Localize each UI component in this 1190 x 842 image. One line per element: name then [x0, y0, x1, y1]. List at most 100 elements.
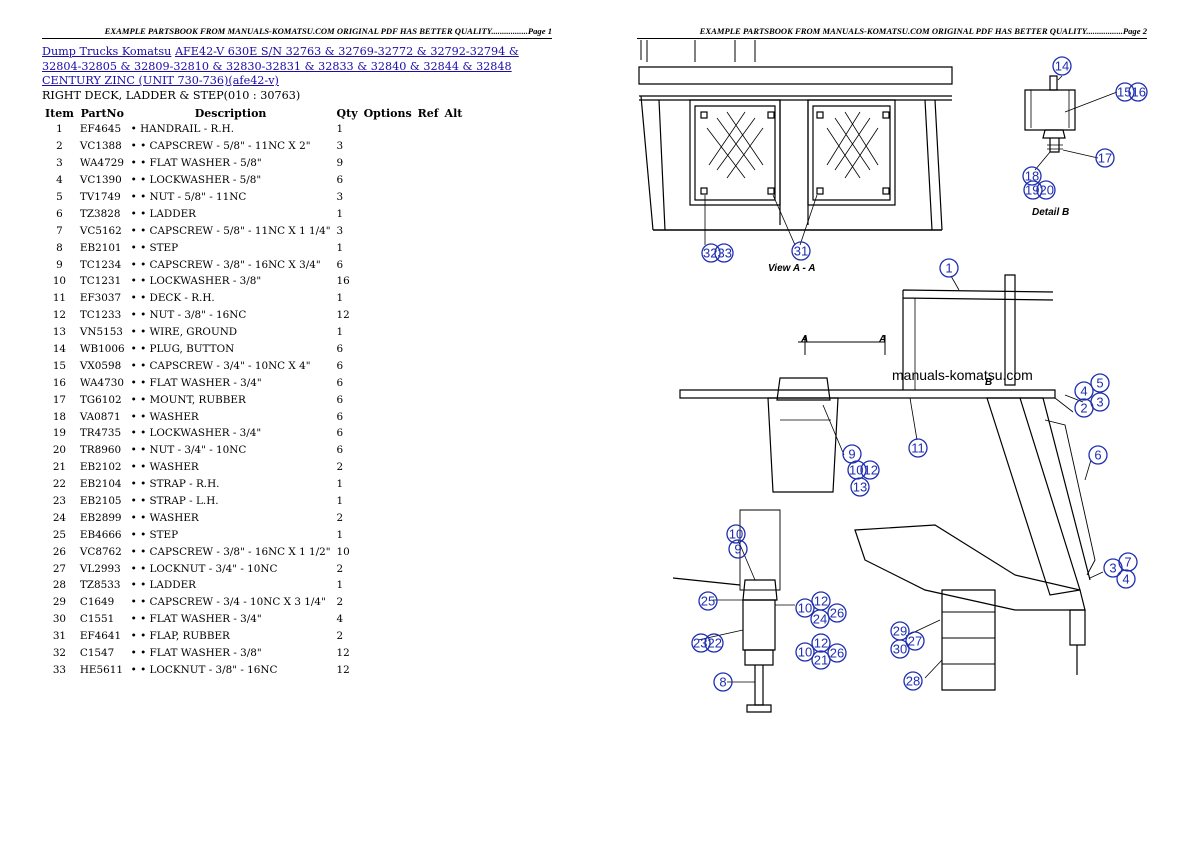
cell-alt	[442, 543, 466, 560]
cell-qty: 2	[336, 596, 344, 609]
cell-alt	[442, 577, 466, 594]
cell-alt	[442, 662, 466, 679]
callout-number: 10	[798, 601, 812, 616]
cell-item: 28	[52, 579, 67, 592]
callout-number: 26	[830, 606, 844, 621]
callout-number: 2322	[693, 636, 722, 651]
cell-options	[361, 290, 415, 307]
cell-ref	[415, 509, 442, 526]
cell-pn: VC1390	[79, 174, 122, 187]
callout-c12a: 12	[811, 591, 831, 611]
cell-ref	[415, 307, 442, 324]
cell-pn: TV1749	[79, 191, 121, 203]
cell-qty: 3	[336, 191, 344, 203]
cell-alt	[442, 611, 466, 628]
callout-number: 31	[794, 244, 808, 259]
model-link[interactable]: AFE42-V 630E S/N 32763 & 32769-32772 & 3…	[42, 45, 519, 87]
cell-qty: 1	[336, 292, 344, 305]
callout-number: 11	[911, 441, 925, 456]
cell-item: 33	[52, 663, 67, 676]
cell-ref	[415, 155, 442, 172]
category-link[interactable]: Dump Trucks Komatsu	[42, 45, 172, 58]
cell-alt	[442, 476, 466, 493]
cell-desc: • • WIRE, GROUND	[130, 326, 238, 339]
cell-pn: TC1234	[79, 258, 122, 271]
cell-ref	[415, 408, 442, 425]
cell-item: 15	[52, 359, 67, 372]
callout-circle	[728, 539, 748, 559]
cell-desc: • • CAPSCREW - 3/4 - 10NC X 3 1/4"	[130, 596, 326, 609]
callout-number: 30	[893, 642, 907, 657]
callout-number: 3	[1109, 561, 1116, 576]
callout-circle	[791, 241, 811, 261]
cell-ref	[415, 662, 442, 679]
cell-pn: VC1388	[79, 140, 122, 153]
callout-number: 8	[719, 675, 726, 690]
cell-qty: 10	[336, 545, 350, 558]
cell-desc: • • MOUNT, RUBBER	[130, 393, 246, 406]
cell-options	[361, 560, 415, 577]
callout-c24: 24	[810, 609, 830, 629]
cell-alt	[442, 459, 466, 476]
cell-pn: TZ8533	[79, 579, 121, 592]
callout-circle	[1116, 569, 1136, 589]
cell-pn: WA4730	[79, 376, 124, 389]
callout-circle	[1090, 373, 1110, 393]
callout-circle	[1128, 82, 1148, 102]
cell-desc: • • NUT - 3/8" - 16NC	[130, 309, 247, 322]
cell-qty: 1	[336, 478, 344, 491]
cell-pn: TC1231	[79, 275, 122, 288]
cell-desc: • • CAPSCREW - 5/8" - 11NC X 1 1/4"	[130, 224, 331, 237]
callout-number: 1920	[1025, 183, 1054, 198]
cell-desc: • • LOCKNUT - 3/8" - 16NC	[130, 663, 278, 676]
cell-pn: C1551	[79, 613, 115, 626]
callout-number: 5	[1096, 376, 1103, 391]
callout-number: 7	[1124, 555, 1131, 570]
callout-number: 1516	[1117, 85, 1146, 100]
cell-pn: WB1006	[79, 343, 125, 356]
cell-pn: EF4641	[79, 630, 122, 643]
section-a-left: A	[800, 334, 808, 345]
cell-desc: • • DECK - R.H.	[130, 292, 215, 305]
cell-desc: • • FLAT WASHER - 3/4"	[130, 613, 262, 626]
cell-options	[361, 408, 415, 425]
callout-circle	[811, 650, 831, 670]
cell-options	[361, 391, 415, 408]
cell-alt	[442, 172, 466, 189]
cell-alt	[442, 560, 466, 577]
col-item: Item	[45, 106, 74, 120]
cell-item: 12	[52, 309, 67, 322]
cell-pn: EB2101	[79, 241, 122, 254]
cell-desc: • • FLAT WASHER - 5/8"	[130, 157, 262, 170]
cell-alt	[442, 628, 466, 645]
callout-circle	[1088, 445, 1108, 465]
table-header-row: Item PartNo Description Qty Options Ref …	[42, 105, 465, 121]
cell-ref	[415, 442, 442, 459]
callout-number: 25	[701, 594, 715, 609]
cell-pn: TG6102	[79, 393, 122, 406]
cell-alt	[442, 121, 466, 138]
cell-item: 21	[52, 461, 67, 474]
callout-circle	[811, 633, 831, 653]
callout-circle	[713, 672, 733, 692]
col-alt: Alt	[444, 106, 463, 120]
parts-list-page: EXAMPLE PARTSBOOK FROM MANUALS-KOMATSU.C…	[42, 26, 552, 679]
cell-desc: • • STRAP - R.H.	[130, 478, 220, 491]
cell-desc: • HANDRAIL - R.H.	[130, 123, 234, 136]
cell-pn: EB4666	[79, 528, 122, 541]
cell-qty: 4	[336, 613, 344, 626]
col-qty: Qty	[336, 106, 358, 120]
callout-number: 3	[1096, 395, 1103, 410]
cell-options	[361, 121, 415, 138]
cell-item: 10	[52, 275, 67, 288]
cell-options	[361, 662, 415, 679]
callout-circle	[850, 477, 870, 497]
cell-options	[361, 442, 415, 459]
